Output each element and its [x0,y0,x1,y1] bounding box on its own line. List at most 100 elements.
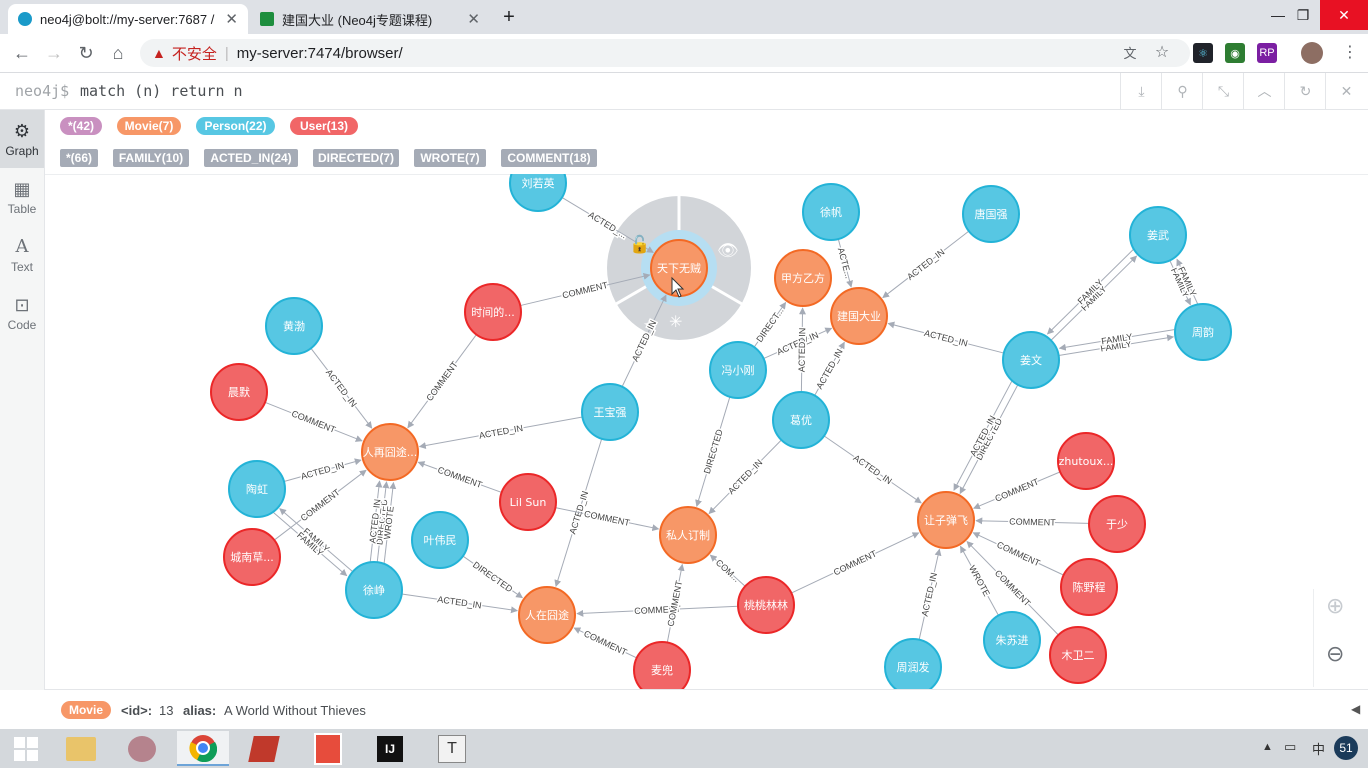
relationship-edge[interactable] [407,334,477,429]
translate-icon[interactable]: 文 [1123,46,1137,61]
rel-pill-all[interactable]: *(66) [60,149,98,167]
node-circle[interactable] [518,586,576,644]
relationship-edge[interactable] [369,480,383,562]
relationship-edge[interactable] [753,301,787,348]
relationship-edge[interactable] [1058,329,1175,351]
rel-pill-family[interactable]: FAMILY(10) [113,149,189,167]
ime-indicator[interactable]: 中 [1312,742,1326,757]
label-pill-person[interactable]: Person(22) [196,117,275,135]
tab-close-icon[interactable]: ✕ [225,11,238,28]
graph-node-user[interactable]: 城南草... [223,528,281,586]
graph-node-user[interactable]: Lil Sun [499,473,557,531]
label-pill-movie[interactable]: Movie(7) [117,117,181,135]
node-circle[interactable] [1060,558,1118,616]
graph-node-user[interactable]: 陈野程 [1060,558,1118,616]
relationship-edge[interactable] [555,507,660,532]
node-circle[interactable] [228,460,286,518]
relationship-edge[interactable] [1169,260,1191,306]
graph-node-person[interactable]: 唐国强 [962,185,1020,243]
bookmark-star-icon[interactable]: ☆ [1154,44,1170,61]
nav-table[interactable]: ▦ Table [0,168,44,226]
typora-icon[interactable]: T [426,731,478,766]
relationship-edge[interactable] [791,532,920,594]
node-circle[interactable] [345,561,403,619]
graph-node-person[interactable]: 陶虹 [228,460,286,518]
windows-start-icon[interactable] [0,731,52,766]
graph-node-person[interactable]: 徐峥 [345,561,403,619]
tab-close-icon[interactable]: ✕ [467,11,480,28]
pin-icon[interactable]: ⚲ [1161,73,1203,109]
graph-node-person[interactable]: 葛优 [772,391,830,449]
browser-tab-neo4j[interactable]: neo4j@bolt://my-server:7687 / ✕ [8,4,248,34]
relationship-edge[interactable] [823,435,922,504]
relationship-edge[interactable] [953,381,1013,491]
graph-node-person[interactable]: 冯小刚 [709,341,767,399]
relationship-edge[interactable] [960,545,999,616]
back-icon[interactable]: ← [13,42,31,63]
relationship-edge[interactable] [376,481,390,563]
expand-node-icon[interactable]: ✳ [669,314,682,331]
relationship-edge[interactable] [561,197,654,253]
rel-pill-comment[interactable]: COMMENT(18) [501,149,597,167]
node-circle[interactable] [1129,206,1187,264]
graph-node-movie[interactable]: 让子弹飞 [917,491,975,549]
relationship-edge[interactable] [418,416,583,449]
node-circle[interactable] [774,249,832,307]
node-circle[interactable] [265,297,323,355]
node-circle[interactable] [709,341,767,399]
close-frame-icon[interactable]: ✕ [1325,73,1367,109]
tray-expand-icon[interactable]: ▲ [1262,741,1273,753]
graph-node-movie[interactable]: 天下无贼 [650,239,708,297]
home-icon[interactable]: ⌂ [112,42,124,63]
node-circle[interactable] [499,473,557,531]
node-circle[interactable] [802,183,860,241]
graph-node-person[interactable]: 王宝强 [581,383,639,441]
node-circle[interactable] [737,576,795,634]
react-devtools-icon[interactable]: ⚛ [1193,43,1213,63]
label-pill-all[interactable]: *(42) [60,117,102,135]
relationship-edge[interactable] [1046,249,1134,335]
node-circle[interactable] [962,185,1020,243]
paint-icon[interactable] [116,731,168,766]
nav-code[interactable]: ⊡ Code [0,284,44,342]
close-window-icon[interactable]: ✕ [1320,0,1368,30]
graph-node-user[interactable]: 时间的... [464,283,522,341]
relationship-edge[interactable] [283,458,362,482]
relationship-edge[interactable] [573,627,637,659]
graph-node-user[interactable]: 麦兜 [633,641,691,689]
rel-pill-acted-in[interactable]: ACTED_IN(24) [204,149,298,167]
relationship-edge[interactable] [973,471,1061,510]
node-circle[interactable] [983,611,1041,669]
graph-node-person[interactable]: 朱苏进 [983,611,1041,669]
relationship-edge[interactable] [975,517,1090,525]
axure-extension-icon[interactable]: RP [1257,43,1277,63]
relationship-edge[interactable] [273,512,348,577]
restore-icon[interactable]: ❐ [1296,6,1310,23]
chrome-icon[interactable] [177,731,229,766]
file-explorer-icon[interactable] [55,731,107,766]
relationship-edge[interactable] [1050,255,1138,341]
label-pill-user[interactable]: User(13) [290,117,358,135]
relationship-edge[interactable] [837,238,853,288]
expand-inspector-icon[interactable]: ◀ [1351,702,1361,716]
relationship-edge[interactable] [763,327,833,360]
zoom-in-icon[interactable]: ⊕ [1326,593,1345,618]
node-circle[interactable] [633,641,691,689]
extension-icon[interactable]: ◉ [1225,43,1245,63]
graph-node-person[interactable]: 徐帆 [802,183,860,241]
address-bar[interactable]: ▲ 不安全 | my-server:7474/browser/ [140,39,1190,67]
node-circle[interactable] [1002,331,1060,389]
profile-avatar[interactable] [1301,42,1323,64]
relationship-edge[interactable] [966,540,1059,636]
graph-node-user[interactable]: zhutoux... [1057,432,1115,490]
hide-node-icon[interactable]: 👁 [717,241,739,260]
graph-node-person[interactable]: 周韵 [1174,303,1232,361]
node-circle[interactable] [1174,303,1232,361]
relationship-edge[interactable] [1058,334,1175,356]
zoom-out-icon[interactable]: ⊖ [1326,641,1345,666]
forward-icon[interactable]: → [45,42,63,63]
graph-node-person[interactable]: 姜文 [1002,331,1060,389]
network-icon[interactable]: ▭ [1284,739,1297,754]
relationship-edge[interactable] [576,605,739,617]
